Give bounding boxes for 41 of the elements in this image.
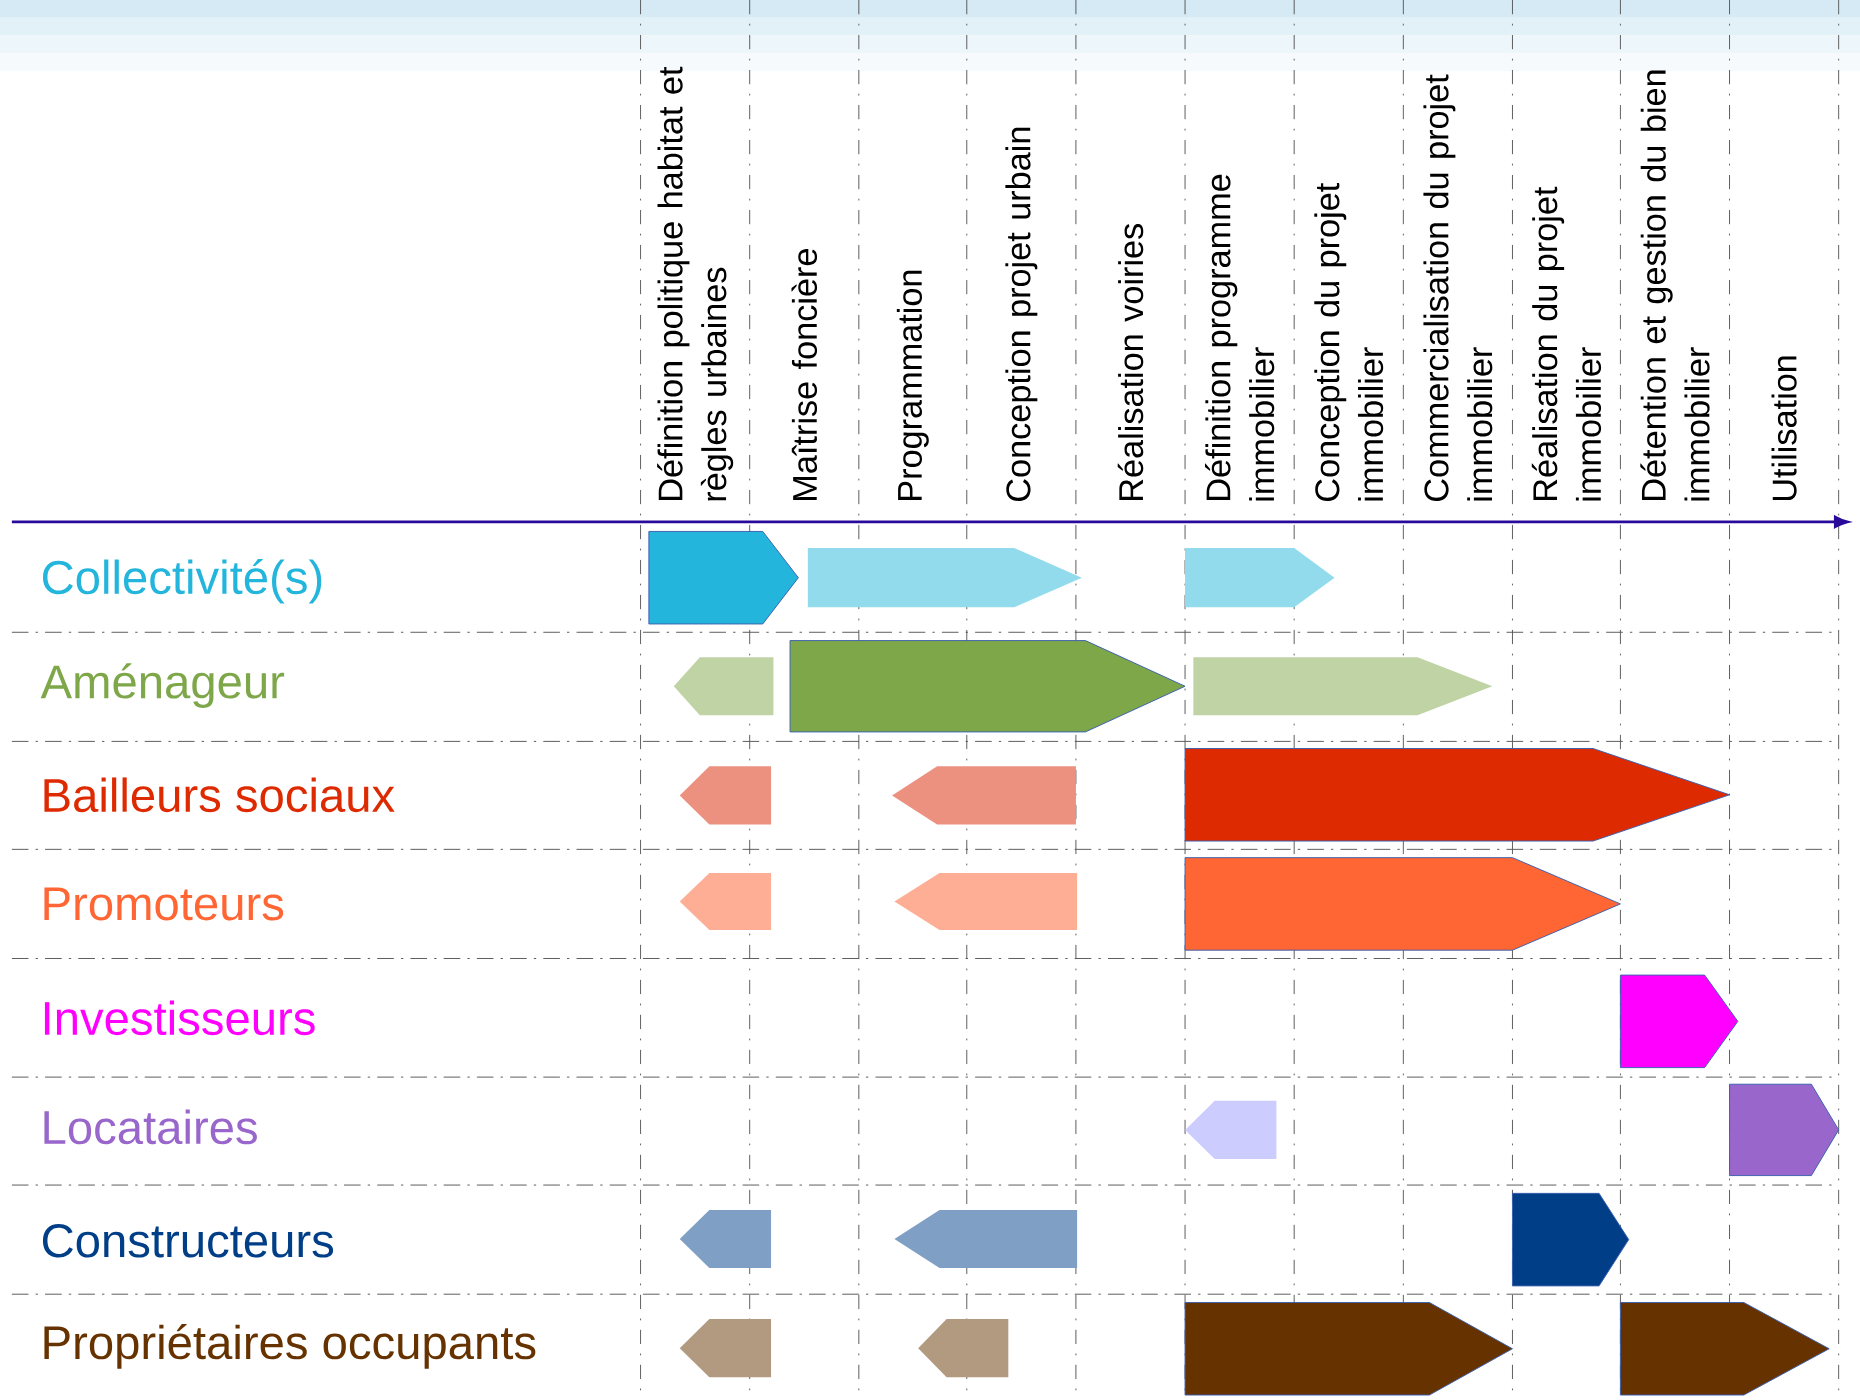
- arrow-shape: [918, 1319, 1009, 1378]
- column-header: Maîtrise foncière: [791, 249, 818, 501]
- arrow-shape: [1729, 1083, 1840, 1177]
- arrow-shape: [894, 1210, 1078, 1269]
- column-header: Utilisation: [1771, 356, 1797, 501]
- arrow-shape: [1193, 657, 1493, 716]
- column-header: Réalisation voiries: [1117, 224, 1144, 501]
- column-header: Définition politique habitat et règles urbaines: [657, 66, 734, 501]
- row-label: Investisseurs: [44, 1000, 315, 1036]
- arrow-shape: [894, 873, 1078, 931]
- arrow-shape: [648, 531, 799, 625]
- column-header: Conception projet urbain: [1005, 127, 1038, 502]
- arrow-shape: [679, 873, 772, 931]
- column-header: Commercialisation du projet immobilier: [1423, 74, 1493, 502]
- arrow-shape: [679, 1210, 772, 1269]
- row-label: Locataires: [44, 1109, 257, 1145]
- arrow-shape: [679, 766, 772, 825]
- row-label: Aménageur: [40, 663, 285, 709]
- arrow-shape: [1185, 1100, 1277, 1160]
- row-label: Collectivité(s): [42, 559, 322, 604]
- column-header: Détention et gestion du bien immobilier: [1640, 70, 1710, 501]
- row-label: Bailleurs sociaux: [44, 777, 395, 813]
- arrow-shape: [1184, 857, 1621, 951]
- arrow-shape: [679, 1319, 772, 1378]
- arrow-shape: [1184, 1302, 1513, 1396]
- row-label: Constructeurs: [42, 1224, 334, 1258]
- arrow-shape: [1184, 748, 1730, 842]
- arrow-shape: [673, 657, 774, 716]
- arrow-shape: [892, 766, 1076, 825]
- arrow-shape: [1185, 548, 1335, 608]
- row-label: Promoteurs: [44, 887, 284, 921]
- column-header: Conception du projet immobilier: [1314, 183, 1384, 502]
- column-header: Définition programme immobilier: [1205, 174, 1275, 501]
- arrow-shape: [789, 640, 1186, 733]
- column-header: Réalisation du projet immobilier: [1531, 186, 1602, 501]
- column-header: Programmation: [896, 270, 929, 501]
- arrow-shape: [1512, 1193, 1630, 1287]
- arrow-shape: [1619, 1302, 1830, 1396]
- arrow-shape: [807, 548, 1082, 608]
- row-label: Propriétaires occupants: [44, 1324, 536, 1369]
- arrow-shape: [1619, 974, 1739, 1069]
